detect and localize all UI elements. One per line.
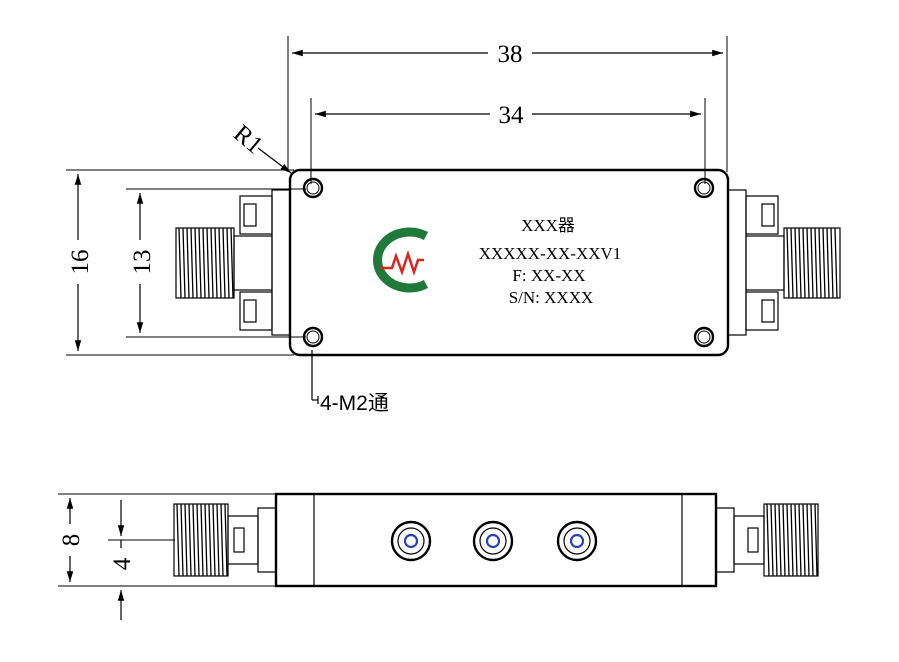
dim-r1-label: R1: [228, 120, 268, 159]
dim-34-label: 34: [499, 102, 525, 129]
tuning-screw: [556, 520, 598, 562]
dim-4-label: 4: [109, 557, 136, 570]
mounting-hole: [693, 177, 715, 199]
sma-connector-side-left: [173, 503, 277, 577]
sma-connector-right: [727, 189, 841, 336]
dim-13-label: 13: [129, 250, 156, 275]
dim-8-label: 8: [58, 534, 85, 547]
label-line-4: S/N: XXXX: [509, 288, 594, 307]
label-line-1: XXX器: [521, 216, 575, 235]
mounting-note: 4-M2通: [320, 392, 389, 415]
device-body-side: [274, 492, 718, 588]
top-view: 38 34 R1 16 13: [66, 36, 841, 415]
sma-connector-side-right: [715, 503, 819, 577]
side-view: 8 4: [58, 492, 819, 620]
label-line-3: F: XX-XX: [512, 266, 585, 285]
mounting-hole: [302, 326, 324, 348]
tuning-screw: [390, 520, 432, 562]
mounting-hole: [302, 177, 324, 199]
company-logo-icon: [373, 227, 429, 293]
sma-connector-left: [175, 189, 291, 336]
mounting-hole: [693, 326, 715, 348]
label-line-2: XXXXX-XX-XXV1: [479, 244, 622, 263]
tuning-screw: [472, 520, 514, 562]
dim-16-label: 16: [67, 250, 94, 275]
dim-38-label: 38: [498, 41, 523, 68]
